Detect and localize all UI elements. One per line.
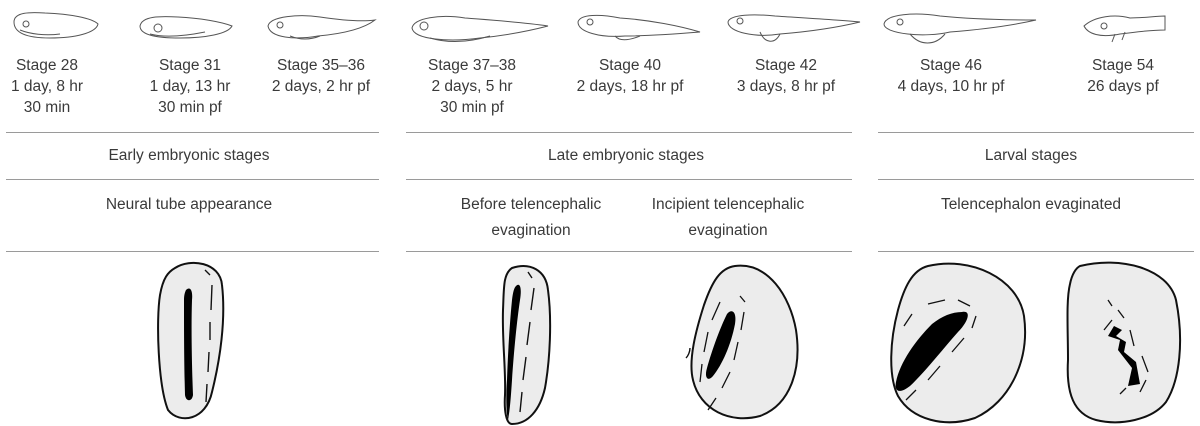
divider-line <box>878 179 1194 180</box>
stage-time: 2 days, 2 hr pf <box>271 78 371 95</box>
stage-time: 3 days, 8 hr pf <box>736 78 836 95</box>
tadpole-stage-46-drawing <box>883 13 1037 44</box>
tadpole-stage-40-drawing <box>577 14 701 41</box>
stage-name: Stage 37–38 <box>428 57 516 74</box>
stage-name: Stage 28 <box>15 57 79 74</box>
divider-line <box>406 132 852 133</box>
divider-line <box>878 251 1194 252</box>
stage-time: 4 days, 10 hr pf <box>897 78 1005 95</box>
section-incipient-evagination <box>685 264 799 420</box>
stage-time: 30 min pf <box>158 99 222 116</box>
feature-evaginated: Telencephalon evaginated <box>921 192 1141 218</box>
embryo-stage-28-drawing <box>13 12 99 39</box>
stage-time: 2 days, 18 hr pf <box>576 78 684 95</box>
stage-28-label: Stage 28 1 day, 8 hr 30 min <box>0 55 117 118</box>
tadpole-illustrations <box>13 12 1166 44</box>
feature-text: evagination <box>688 222 768 239</box>
divider-line <box>6 132 379 133</box>
feature-text: Telencephalon evaginated <box>940 196 1122 213</box>
stage-46-label: Stage 46 4 days, 10 hr pf <box>881 55 1021 97</box>
divider-line <box>878 132 1194 133</box>
stage-time: 30 min <box>23 99 71 116</box>
divider-line <box>406 251 852 252</box>
stage-42-label: Stage 42 3 days, 8 hr pf <box>716 55 856 97</box>
feature-before-evagination: Before telencephalic evagination <box>421 192 641 244</box>
stage-name: Stage 54 <box>1091 57 1155 74</box>
stage-time: 30 min pf <box>440 99 504 116</box>
divider-line <box>6 251 379 252</box>
stage-time: 26 days pf <box>1087 78 1159 95</box>
stage-name: Stage 46 <box>919 57 983 74</box>
stage-name: Stage 42 <box>754 57 818 74</box>
stage-name: Stage 35–36 <box>277 57 365 74</box>
group-late-embryonic: Late embryonic stages <box>548 147 704 164</box>
tadpole-stage-54-drawing <box>1083 15 1166 43</box>
feature-neural-tube: Neural tube appearance <box>79 192 299 218</box>
stage-37-38-label: Stage 37–38 2 days, 5 hr 30 min pf <box>402 55 542 118</box>
feature-text: Neural tube appearance <box>105 196 273 213</box>
stage-time: 1 day, 13 hr <box>149 78 231 95</box>
stage-time: 2 days, 5 hr <box>431 78 513 95</box>
section-evaginated-2 <box>1066 261 1182 424</box>
stage-35-36-label: Stage 35–36 2 days, 2 hr pf <box>251 55 391 97</box>
stage-54-label: Stage 54 26 days pf <box>1053 55 1193 97</box>
stage-time: 1 day, 8 hr <box>10 78 84 95</box>
feature-text: Before telencephalic <box>460 196 602 213</box>
stage-name: Stage 40 <box>598 57 662 74</box>
group-early-embryonic: Early embryonic stages <box>108 147 270 164</box>
divider-line <box>6 179 379 180</box>
tadpole-stage-42-drawing <box>727 14 861 42</box>
group-larval: Larval stages <box>984 147 1078 164</box>
feature-text: Incipient telencephalic <box>651 196 805 213</box>
stage-40-label: Stage 40 2 days, 18 hr pf <box>560 55 700 97</box>
feature-incipient-evagination: Incipient telencephalic evagination <box>618 192 838 244</box>
embryo-stage-35-drawing <box>267 15 377 40</box>
stage-name: Stage 31 <box>158 57 222 74</box>
section-neural-tube <box>157 261 225 420</box>
section-before-evagination <box>501 265 552 426</box>
embryo-stage-37-drawing <box>411 15 549 43</box>
feature-text: evagination <box>491 222 571 239</box>
section-evaginated-1 <box>890 262 1026 424</box>
embryo-stage-31-drawing <box>139 16 233 39</box>
stage-31-label: Stage 31 1 day, 13 hr 30 min pf <box>120 55 260 118</box>
divider-line <box>406 179 852 180</box>
